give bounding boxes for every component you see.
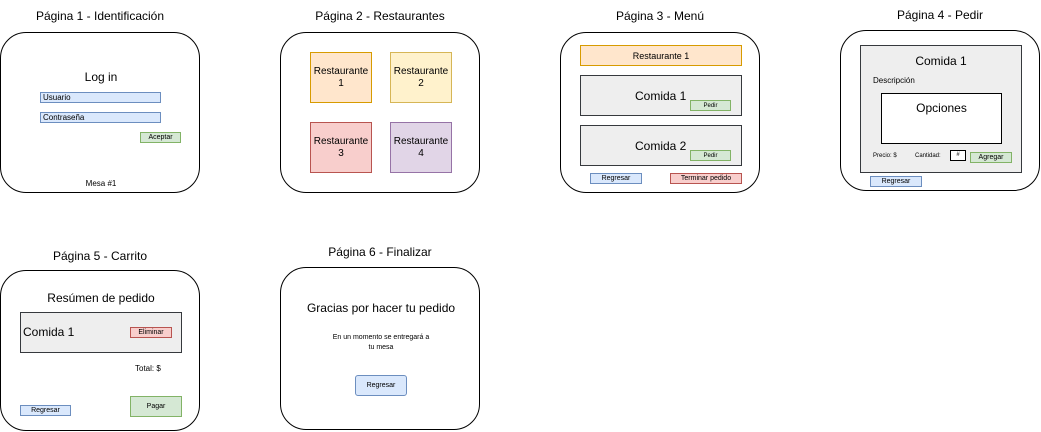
- page-1-frame: Log in Usuario Contraseña Aceptar Mesa #…: [0, 32, 200, 193]
- page-5-frame: Resúmen de pedido Comida 1 Eliminar Tota…: [0, 270, 200, 431]
- delivery-message-line-2: tu mesa: [368, 344, 394, 351]
- page-2-title: Página 2 - Restaurantes: [315, 9, 445, 23]
- restaurant-card-4[interactable]: Restaurante 4: [390, 122, 452, 173]
- remove-button[interactable]: Eliminar: [130, 327, 172, 338]
- cart-item-name: Comida 1: [23, 325, 75, 339]
- back-button[interactable]: Regresar: [870, 176, 922, 187]
- food-item-1[interactable]: Comida 1 Pedir: [580, 75, 742, 116]
- food-description: Descripción: [873, 76, 915, 85]
- login-heading: Log in: [84, 70, 118, 84]
- food-item-1-label: Comida 1: [635, 89, 687, 103]
- add-to-cart-button[interactable]: Agregar: [970, 152, 1012, 163]
- back-button[interactable]: Regresar: [355, 375, 407, 396]
- thank-you-heading: Gracias por hacer tu pedido: [306, 301, 456, 315]
- page-3-frame: Restaurante 1 Comida 1 Pedir Comida 2 Pe…: [560, 32, 760, 193]
- accept-button[interactable]: Aceptar: [140, 132, 181, 143]
- cart-total: Total: $: [135, 364, 161, 373]
- restaurant-card-3[interactable]: Restaurante 3: [310, 122, 372, 173]
- restaurant-card-2[interactable]: Restaurante 2: [390, 52, 452, 103]
- page-2-frame: Restaurante 1 Restaurante 2 Restaurante …: [280, 32, 480, 193]
- price-label: Precio: $: [873, 153, 897, 159]
- finish-order-button[interactable]: Terminar pedido: [670, 173, 742, 184]
- order-summary-heading: Resúmen de pedido: [47, 291, 155, 305]
- page-1-title: Página 1 - Identificación: [35, 9, 165, 23]
- food-item-2-label: Comida 2: [635, 139, 687, 153]
- table-number: Mesa #1: [85, 179, 117, 188]
- options-label: Opciones: [916, 101, 967, 115]
- quantity-label: Cantidad:: [915, 153, 941, 159]
- cart-item: Comida 1 Eliminar: [20, 312, 182, 353]
- food-detail-name: Comida 1: [915, 54, 967, 68]
- page-4-frame: Comida 1 Descripción Opciones Precio: $ …: [840, 30, 1040, 191]
- order-button-2[interactable]: Pedir: [690, 150, 731, 161]
- back-button[interactable]: Regresar: [590, 173, 642, 184]
- password-input[interactable]: Contraseña: [40, 112, 161, 123]
- page-6-title: Página 6 - Finalizar: [328, 245, 432, 259]
- pay-button[interactable]: Pagar: [130, 396, 182, 417]
- food-item-2[interactable]: Comida 2 Pedir: [580, 125, 742, 166]
- order-button-1[interactable]: Pedir: [690, 100, 731, 111]
- delivery-message-line-1: En un momento se entregará a: [332, 334, 430, 341]
- food-detail-panel: Comida 1 Descripción Opciones Precio: $ …: [860, 45, 1022, 173]
- quantity-input[interactable]: #: [950, 150, 966, 161]
- page-5-title: Página 5 - Carrito: [52, 249, 148, 263]
- username-input[interactable]: Usuario: [40, 92, 161, 103]
- page-6-frame: Gracias por hacer tu pedido En un moment…: [280, 267, 480, 430]
- options-box[interactable]: Opciones: [881, 93, 1002, 144]
- back-button[interactable]: Regresar: [20, 405, 71, 416]
- page-3-title: Página 3 - Menú: [615, 9, 705, 23]
- page-4-title: Página 4 - Pedir: [896, 8, 984, 22]
- restaurant-header: Restaurante 1: [580, 45, 742, 66]
- restaurant-card-1[interactable]: Restaurante 1: [310, 52, 372, 103]
